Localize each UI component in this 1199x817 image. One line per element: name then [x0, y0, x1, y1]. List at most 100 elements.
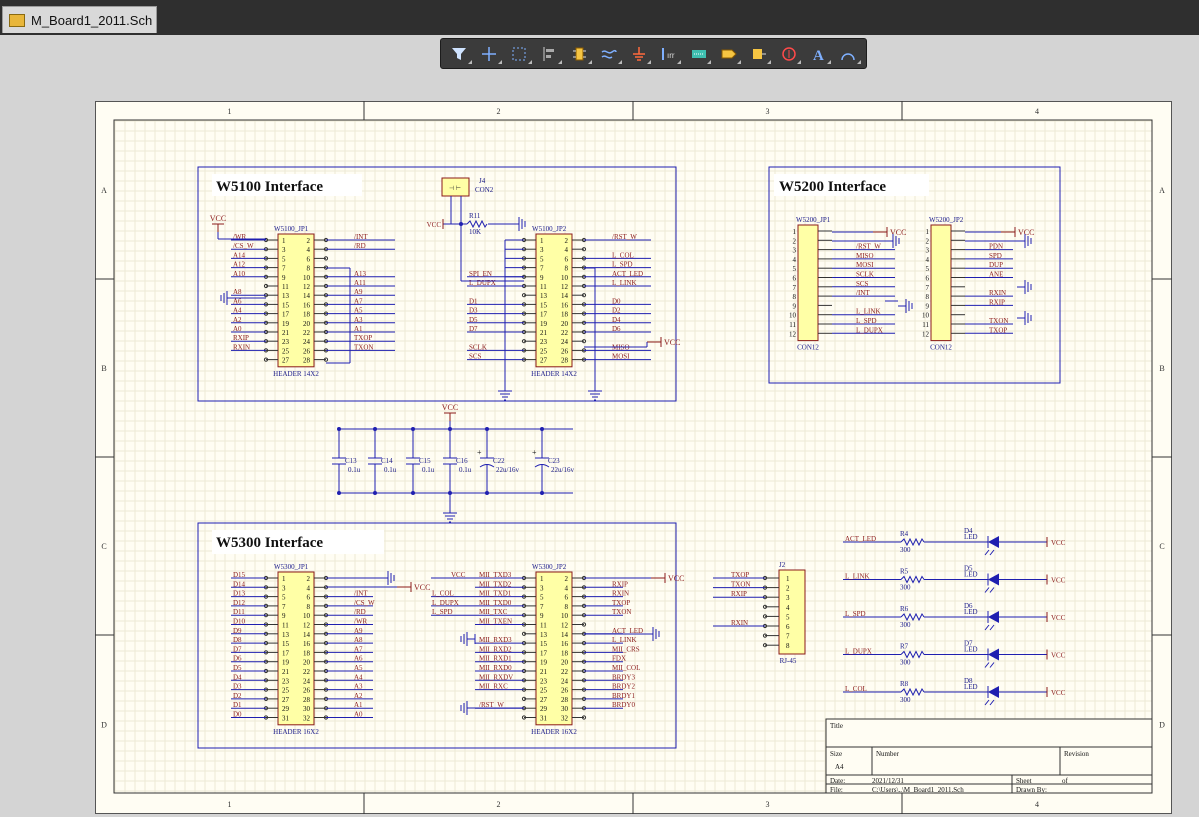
net-label: MII_CRS: [612, 645, 640, 653]
pin-number: 5: [282, 255, 286, 263]
vcc-label: VCC: [1051, 689, 1066, 697]
component-value: LED: [964, 571, 978, 579]
j4-pins: ⊣ ⊢: [449, 185, 461, 192]
pin-number: 25: [540, 687, 548, 695]
net-label: RXIP: [731, 590, 747, 598]
net-label: A8: [233, 288, 242, 296]
wire-button[interactable]: [597, 42, 622, 66]
pin-number: 28: [303, 357, 311, 365]
header-body: [535, 571, 573, 726]
net-label: BRDY3: [612, 673, 635, 681]
ground-symbol: [1017, 280, 1032, 294]
row-label: A: [1159, 186, 1165, 195]
pin-number: 16: [303, 301, 311, 309]
bus-button[interactable]: ırr: [656, 42, 682, 66]
text-button[interactable]: A: [806, 42, 831, 66]
align-button[interactable]: [537, 42, 562, 66]
net-label: L_SPD: [432, 608, 453, 616]
ground-button[interactable]: [627, 42, 652, 66]
net-label: PDN: [989, 243, 1003, 251]
part-button[interactable]: [567, 42, 592, 66]
number-label: Number: [876, 750, 900, 758]
pin-number: 13: [540, 631, 548, 639]
arc-button[interactable]: [836, 42, 861, 66]
pin-number: 10: [561, 612, 569, 620]
revision-label: Revision: [1064, 750, 1089, 758]
pin-number: 6: [565, 255, 569, 263]
select-rectangle-button[interactable]: [507, 42, 532, 66]
net-label: SPD: [989, 252, 1002, 260]
pin-number: 3: [786, 594, 790, 602]
pin-number: 1: [786, 575, 790, 583]
led-diode: [988, 536, 999, 548]
file-value: C:\Users\..\M_Board1_2011.Sch: [872, 786, 964, 794]
pin-number: 22: [303, 668, 311, 676]
column-label: 1: [228, 800, 232, 809]
led-emission-arrows: [984, 587, 995, 593]
pin-number: 2: [793, 237, 797, 245]
pin-number: 9: [282, 612, 286, 620]
net-label: A3: [354, 316, 363, 324]
net-label: /RST_W: [612, 233, 637, 241]
pin-number: 10: [922, 312, 930, 320]
document-tab[interactable]: M_Board1_2011.Sch: [2, 6, 157, 33]
net-label: D2: [612, 307, 621, 315]
pin-number: 24: [303, 338, 311, 346]
w5300-section: [197, 522, 677, 749]
pin-number: 13: [282, 631, 290, 639]
net-label-button[interactable]: [686, 42, 712, 66]
junction-dot: [373, 491, 377, 495]
net-label: RXIN: [731, 619, 748, 627]
net-label: /CS_W: [233, 242, 254, 250]
net-label: DUP: [989, 261, 1003, 269]
net-label: MII_RXD1: [479, 655, 512, 663]
net-label: /RST_W: [479, 701, 504, 709]
net-label: MII_TXC: [479, 608, 508, 616]
net-label: MOSI: [612, 353, 630, 361]
pin-number: 5: [282, 594, 286, 602]
pin-number: 12: [303, 283, 311, 291]
select-rectangle-icon: [512, 47, 526, 60]
port-button[interactable]: [716, 42, 742, 66]
svg-text:A: A: [813, 48, 824, 63]
net-label: L_SPD: [612, 261, 633, 269]
ground-symbol: [511, 217, 526, 231]
filter-button[interactable]: [447, 42, 472, 66]
component-value: 0.1u: [348, 466, 361, 474]
pin-number: 3: [926, 247, 930, 255]
vcc-label: VCC: [1051, 652, 1066, 660]
pin-number: 16: [303, 640, 311, 648]
junction-dot: [485, 427, 489, 431]
sheet-grid: [114, 120, 1152, 793]
net-label: D10: [233, 618, 246, 626]
ground-symbol: [460, 701, 475, 715]
component-designator: R5: [900, 568, 909, 576]
pin-number: 23: [282, 677, 290, 685]
row-label: C: [101, 542, 106, 551]
schematic-text: VCC: [210, 214, 226, 223]
net-label: D15: [233, 571, 246, 579]
sheet-entry-button[interactable]: [746, 42, 772, 66]
pin-number: 7: [282, 265, 286, 273]
component-designator: R4: [900, 530, 909, 538]
pin-number: 4: [793, 256, 797, 264]
net-label: A5: [354, 307, 363, 315]
net-label: RXIP: [989, 298, 1005, 306]
crosshair-button[interactable]: [477, 42, 502, 66]
schematic-text: VCC: [1018, 228, 1034, 237]
net-label: MISO: [856, 252, 874, 260]
pin-number: 31: [540, 715, 548, 723]
pin-number: 2: [786, 585, 790, 593]
component-value: LED: [964, 646, 978, 654]
component-designator: C22: [493, 457, 505, 465]
net-label: D2: [233, 692, 242, 700]
net-label: MII_TXD3: [479, 571, 512, 579]
net-label: L_LINK: [612, 636, 637, 644]
net-label: D9: [233, 627, 242, 635]
schematic-text: VCC: [442, 403, 458, 412]
no-erc-button[interactable]: [776, 42, 801, 66]
